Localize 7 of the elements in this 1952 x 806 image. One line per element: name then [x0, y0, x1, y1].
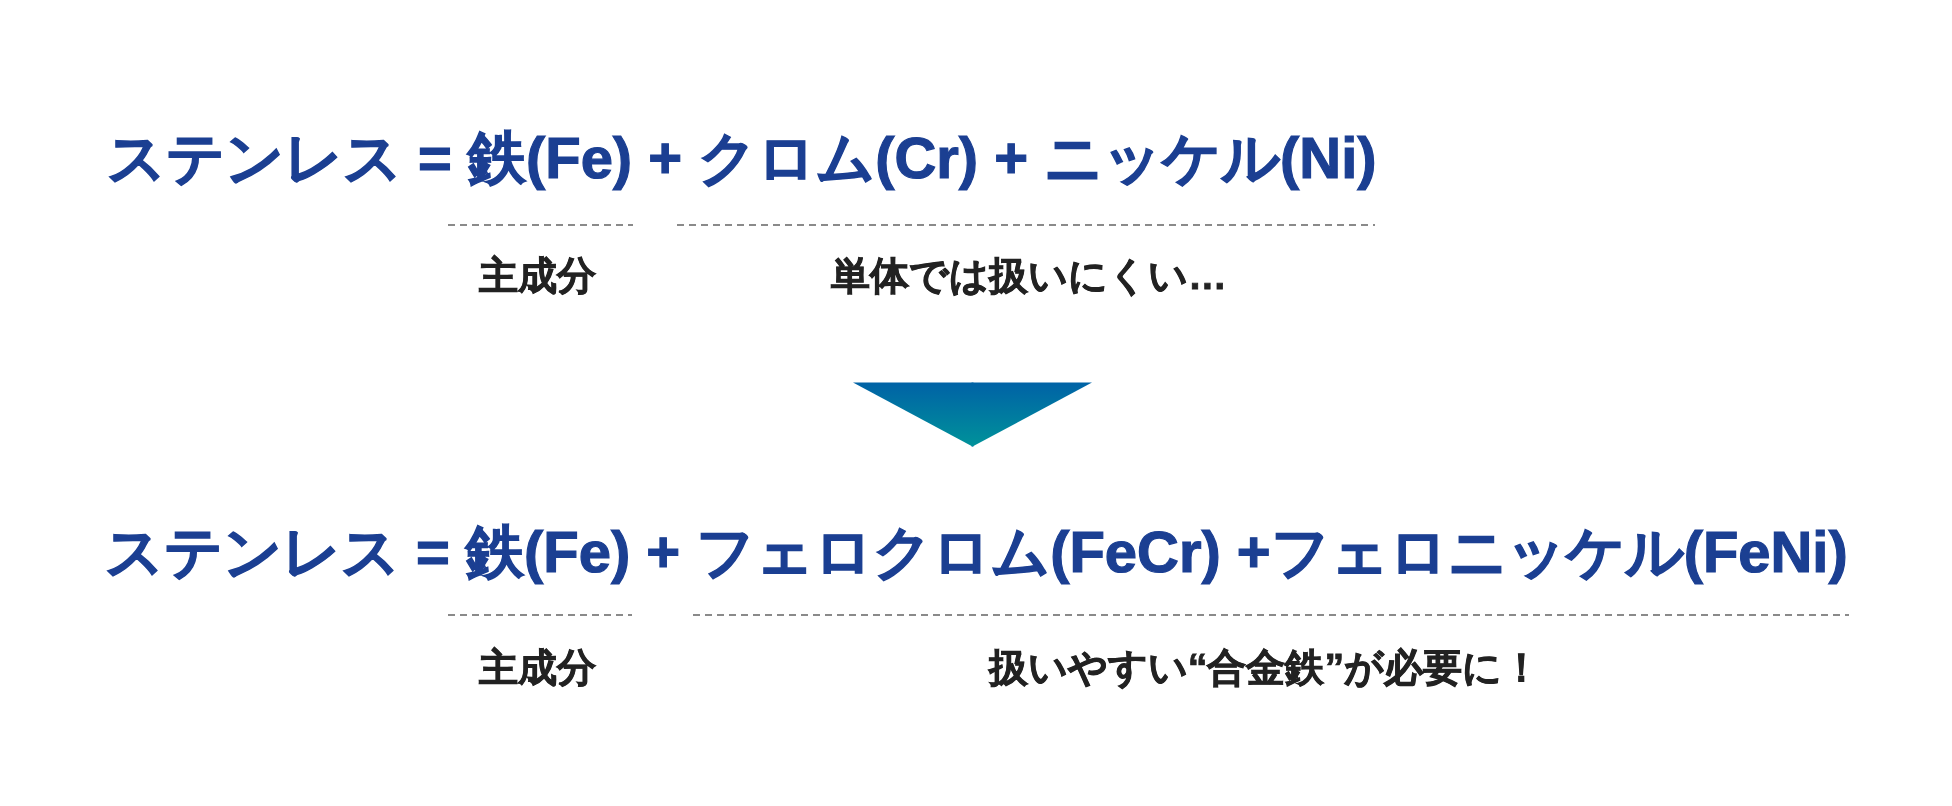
annotation-text: 扱いやすい“合金鉄”が必要に！: [988, 645, 1542, 691]
formula-text: ステンレス = 鉄(Fe) + フェロクロム(FeCr) +フェロニッケル(FeNi): [105, 518, 1848, 586]
arrow: [853, 381, 1092, 448]
annotation-text: 主成分: [478, 645, 596, 691]
formula-text: ステンレス = 鉄(Fe) + クロム(Cr) + ニッケル(Ni): [107, 124, 1377, 192]
annotation-text: 主成分: [478, 253, 596, 299]
annotation-text: 単体では扱いにくい…: [831, 253, 1227, 299]
